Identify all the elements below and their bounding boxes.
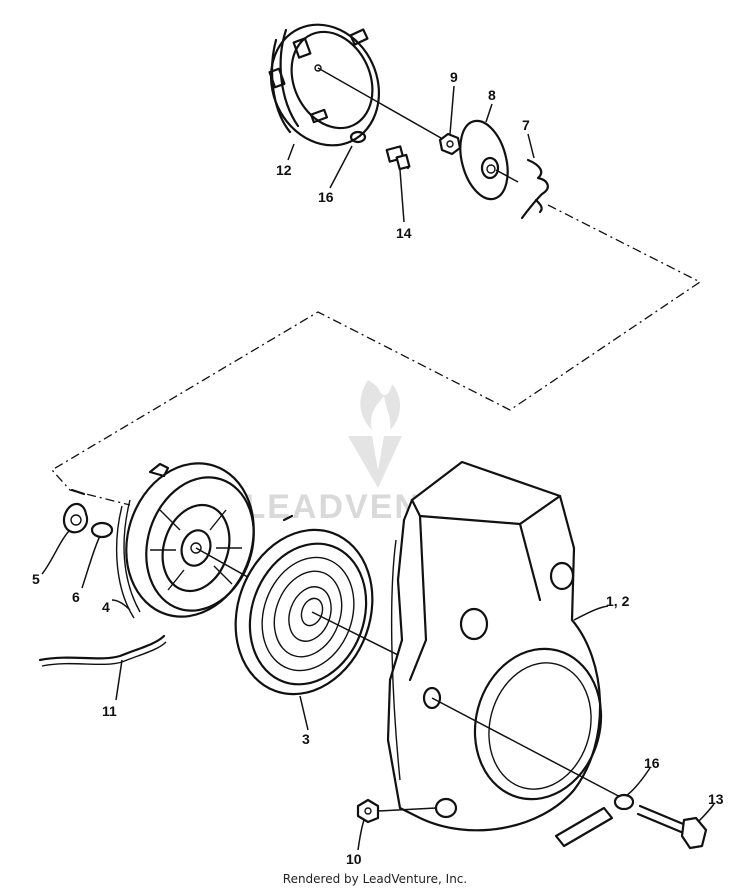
callout-7: 7: [522, 117, 530, 133]
part-9-nut: [438, 132, 462, 156]
part-4-reel: [115, 462, 255, 619]
callout-12: 12: [276, 162, 292, 178]
callout-16-upper: 16: [318, 189, 334, 205]
callout-8: 8: [488, 87, 496, 103]
callout-6: 6: [72, 589, 80, 605]
part-6-bushing: [90, 521, 114, 539]
callout-11: 11: [102, 703, 117, 719]
callout-13: 13: [708, 791, 724, 807]
callout-14: 14: [396, 225, 412, 241]
part-5-pawl: [62, 488, 89, 534]
part-8-disk: [459, 119, 509, 201]
part-7-clip: [520, 158, 549, 220]
part-14-screw: [385, 145, 411, 171]
part-1-2-housing: [386, 460, 603, 832]
callout-3: 3: [302, 731, 310, 747]
callout-10: 10: [346, 851, 362, 867]
callout-9: 9: [450, 69, 458, 85]
part-3-spring: [234, 514, 374, 696]
callout-4: 4: [102, 599, 110, 615]
part-16-washer-lower: [554, 793, 635, 848]
callout-16-lower: 16: [644, 755, 660, 771]
part-10-nut: [356, 798, 380, 824]
callout-5: 5: [32, 571, 40, 587]
watermark-logo: [348, 380, 402, 488]
footer-credit: Rendered by LeadVenture, Inc.: [282, 872, 468, 886]
part-13-bolt: [636, 804, 708, 850]
part-16-washer-upper: [349, 130, 367, 144]
part-11-rope: [38, 634, 166, 662]
part-12-starter-cup: [268, 23, 381, 147]
callout-1-2: 1, 2: [606, 593, 630, 609]
assembly-dash-line: [50, 204, 702, 506]
